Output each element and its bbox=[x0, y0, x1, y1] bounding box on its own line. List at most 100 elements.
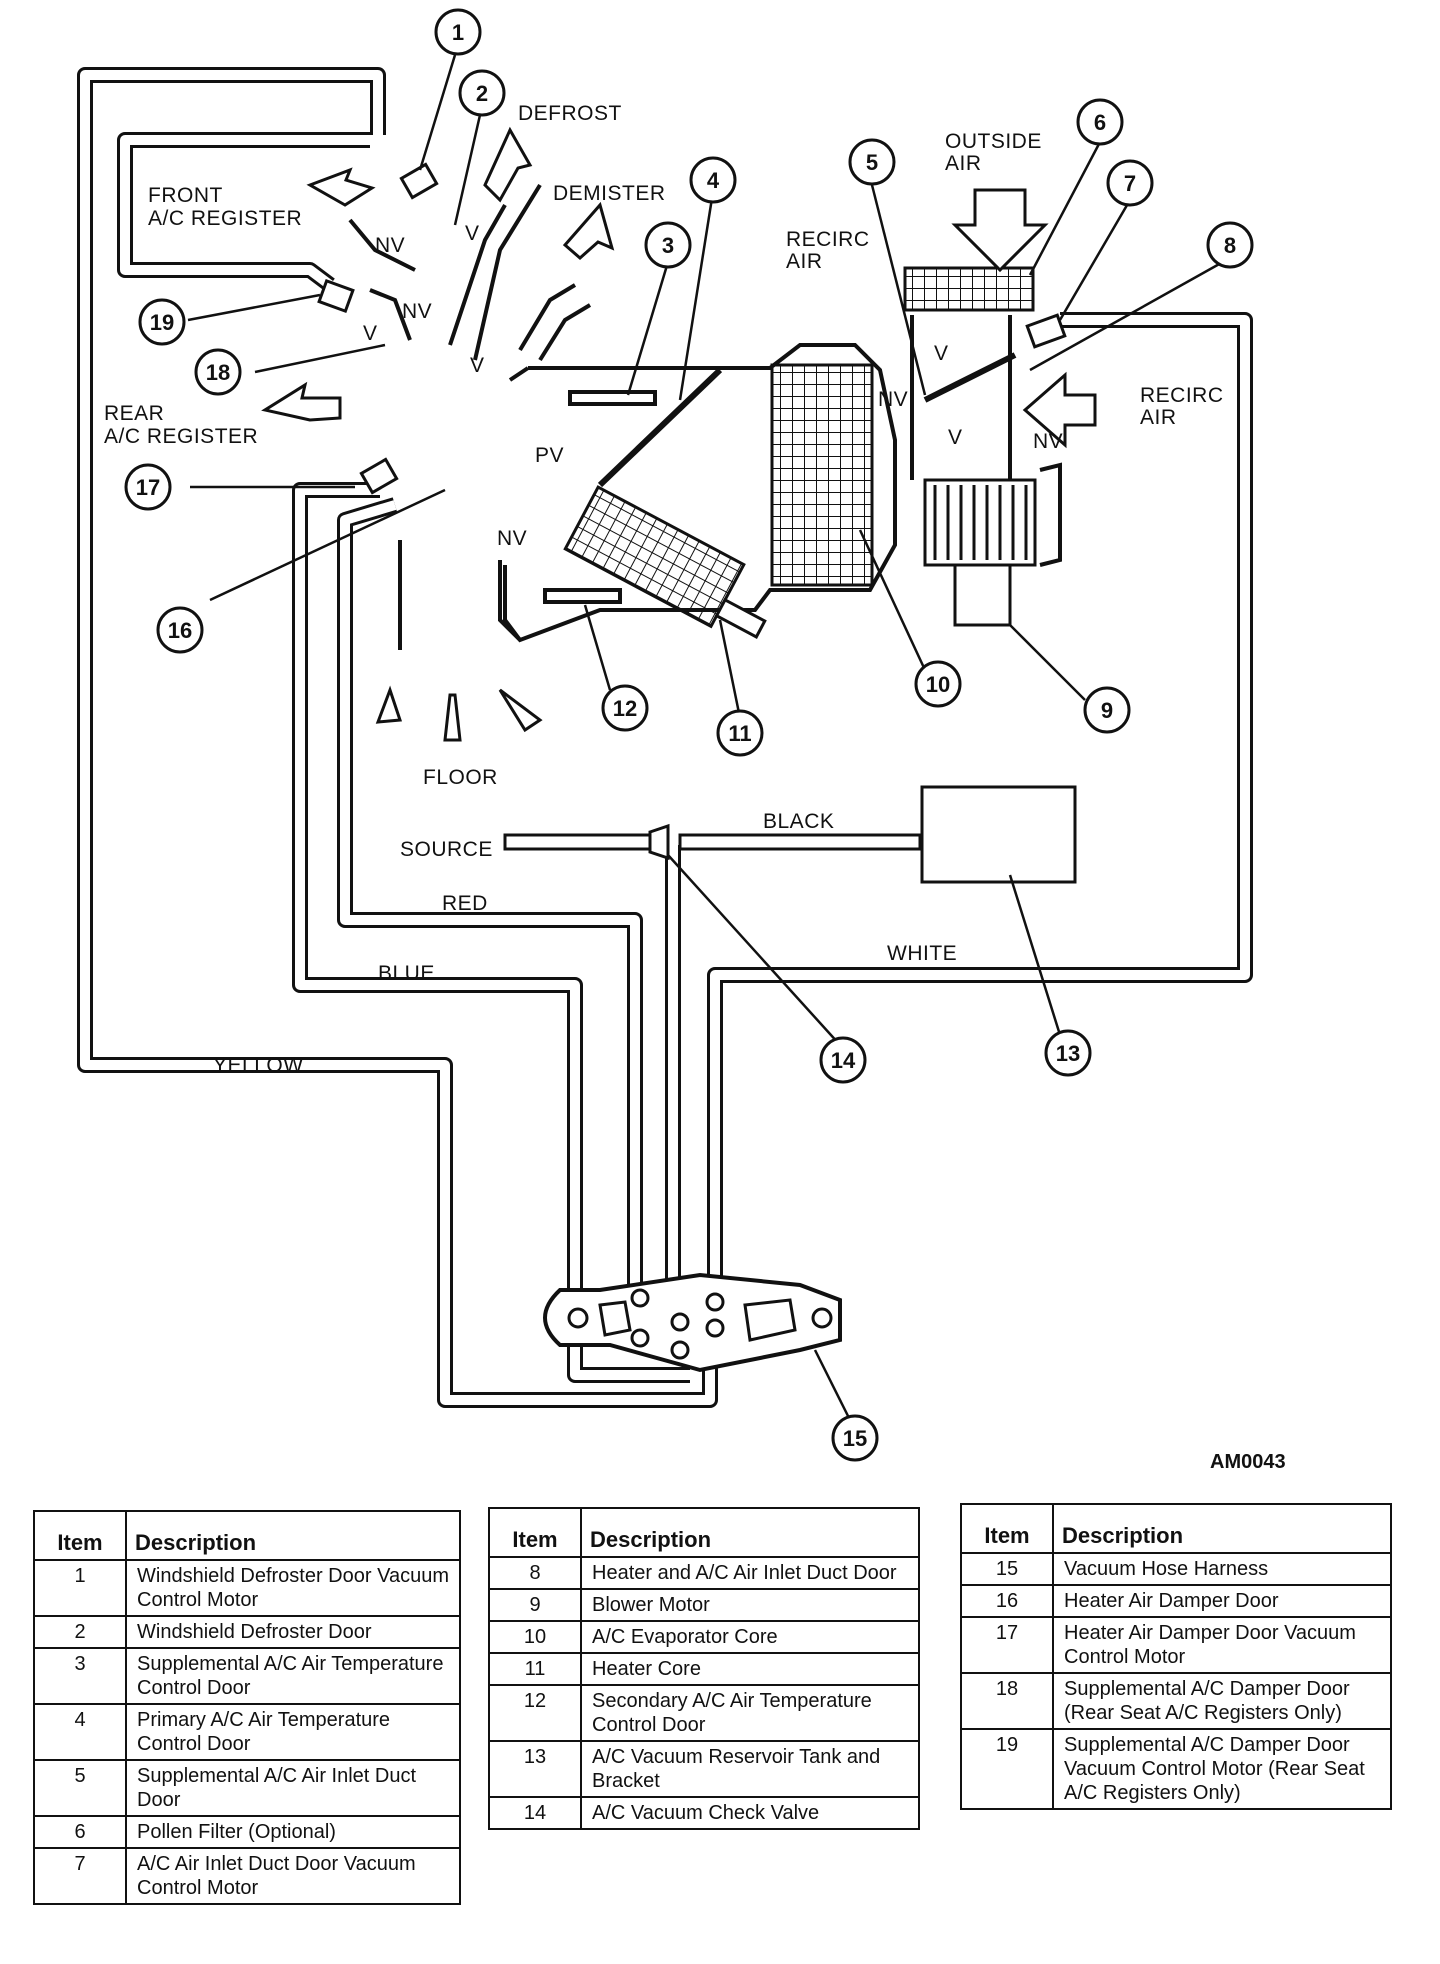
item-number: 13 bbox=[488, 1740, 582, 1799]
diagram-labels: DEFROST DEMISTER FRONT A/C REGISTER REAR… bbox=[104, 102, 1286, 1473]
svg-text:11: 11 bbox=[728, 721, 751, 746]
callout-5: 5 bbox=[848, 138, 896, 186]
item-number: 12 bbox=[488, 1684, 582, 1743]
item-description: Vacuum Hose Harness bbox=[1052, 1552, 1392, 1587]
airflow-arrows bbox=[261, 126, 1097, 742]
callout-17: 17 bbox=[124, 463, 172, 511]
callout-4: 4 bbox=[689, 156, 737, 204]
valve-mark: NV bbox=[878, 388, 908, 411]
supplemental-temp-door bbox=[568, 390, 657, 406]
label-front-register-1: FRONT bbox=[148, 184, 223, 207]
item-number: 9 bbox=[488, 1588, 582, 1623]
item-number: 11 bbox=[488, 1652, 582, 1687]
valve-mark: V bbox=[363, 322, 378, 345]
svg-text:10: 10 bbox=[926, 672, 950, 697]
item-description: Windshield Defroster Door bbox=[125, 1615, 461, 1650]
item-description: Primary A/C Air Temperature Control Door bbox=[125, 1703, 461, 1762]
item-number: 19 bbox=[960, 1728, 1054, 1811]
vacuum-hose-harness bbox=[543, 1272, 842, 1373]
label-white: WHITE bbox=[887, 942, 957, 965]
item-number: 3 bbox=[33, 1647, 127, 1706]
callout-8: 8 bbox=[1206, 221, 1254, 269]
label-outside-air-2: AIR bbox=[945, 152, 982, 175]
callout-2: 2 bbox=[458, 69, 506, 117]
svg-text:1: 1 bbox=[452, 20, 464, 45]
figure-code: AM0043 bbox=[1210, 1451, 1286, 1473]
callouts: 1 2 3 4 5 6 7 8 9 10 11 12 13 14 15 16 1… bbox=[124, 8, 1254, 1462]
label-recirc-left-2: AIR bbox=[786, 250, 823, 273]
label-outside-air-1: OUTSIDE bbox=[945, 130, 1042, 153]
heater-core bbox=[563, 485, 767, 639]
item-description: A/C Vacuum Check Valve bbox=[580, 1796, 920, 1831]
item-number: 17 bbox=[960, 1616, 1054, 1675]
svg-text:7: 7 bbox=[1124, 171, 1136, 196]
svg-text:2: 2 bbox=[476, 81, 488, 106]
item-number: 4 bbox=[33, 1703, 127, 1762]
svg-text:17: 17 bbox=[136, 475, 160, 500]
label-recirc-right-2: AIR bbox=[1140, 406, 1177, 429]
callout-7: 7 bbox=[1106, 159, 1154, 207]
item-description: Heater Core bbox=[580, 1652, 920, 1687]
label-yellow: YELLOW bbox=[213, 1054, 304, 1077]
item-description: A/C Air Inlet Duct Door Vacuum Control M… bbox=[125, 1847, 461, 1906]
header-item: Item bbox=[488, 1506, 582, 1559]
valve-mark: NV bbox=[497, 527, 527, 550]
label-front-register-2: A/C REGISTER bbox=[148, 207, 302, 230]
label-floor: FLOOR bbox=[423, 766, 498, 789]
item-description: Pollen Filter (Optional) bbox=[125, 1815, 461, 1850]
valve-mark: V bbox=[465, 222, 480, 245]
item-number: 15 bbox=[960, 1552, 1054, 1587]
blower-motor bbox=[923, 478, 1037, 627]
item-number: 10 bbox=[488, 1620, 582, 1655]
callout-10: 10 bbox=[914, 660, 962, 708]
label-defrost: DEFROST bbox=[518, 102, 622, 125]
item-description: Supplemental A/C Damper Door Vacuum Cont… bbox=[1052, 1728, 1392, 1811]
header-description: Description bbox=[125, 1509, 461, 1562]
label-rear-register-1: REAR bbox=[104, 402, 164, 425]
callout-11: 11 bbox=[716, 709, 764, 757]
callout-16: 16 bbox=[156, 606, 204, 654]
item-number: 14 bbox=[488, 1796, 582, 1831]
inlet-door bbox=[923, 352, 1017, 403]
callout-1: 1 bbox=[434, 8, 482, 56]
item-number: 16 bbox=[960, 1584, 1054, 1619]
label-red: RED bbox=[442, 892, 488, 915]
label-black: BLACK bbox=[763, 810, 834, 833]
callout-12: 12 bbox=[601, 684, 649, 732]
callout-9: 9 bbox=[1083, 686, 1131, 734]
leader-lines bbox=[187, 54, 1231, 1421]
valve-mark: V bbox=[934, 342, 949, 365]
callout-14: 14 bbox=[819, 1036, 867, 1084]
callout-6: 6 bbox=[1076, 98, 1124, 146]
svg-text:6: 6 bbox=[1094, 110, 1106, 135]
svg-text:5: 5 bbox=[866, 150, 878, 175]
valve-mark: V bbox=[470, 354, 485, 377]
item-number: 6 bbox=[33, 1815, 127, 1850]
svg-text:18: 18 bbox=[206, 360, 230, 385]
vacuum-reservoir-tank bbox=[920, 785, 1077, 884]
label-rear-register-2: A/C REGISTER bbox=[104, 425, 258, 448]
header-description: Description bbox=[1052, 1502, 1392, 1555]
item-number: 5 bbox=[33, 1759, 127, 1818]
svg-text:13: 13 bbox=[1056, 1041, 1080, 1066]
label-source: SOURCE bbox=[400, 838, 493, 861]
svg-text:9: 9 bbox=[1101, 698, 1113, 723]
item-number: 1 bbox=[33, 1559, 127, 1618]
